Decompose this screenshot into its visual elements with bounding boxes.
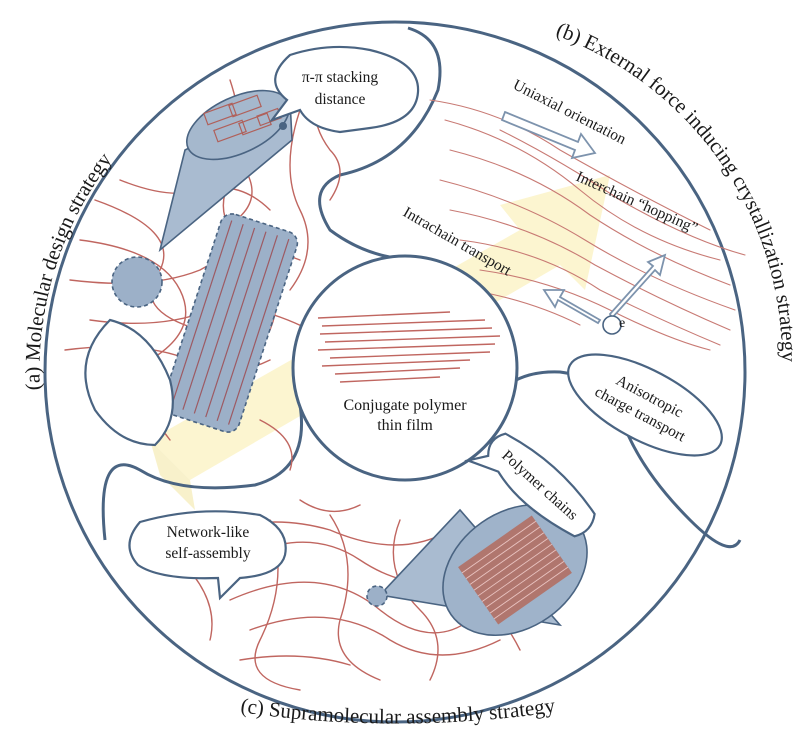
network-line2: self-assembly — [165, 545, 250, 562]
center-circle — [293, 256, 517, 480]
pi-stacking-line1: π-π stacking — [302, 69, 379, 86]
center-label-line1: Conjugate polymer — [343, 397, 467, 414]
uniaxial-label: Uniaxial orientation — [510, 76, 629, 148]
callout-anisotropic: Anisotropic charge transport — [554, 334, 737, 476]
section-c-label: (c) Supramolecular assembly strategy — [239, 693, 557, 728]
center-label-line2: thin film — [377, 417, 433, 434]
section-c-text: (c) Supramolecular assembly strategy — [239, 693, 557, 728]
network-line1: Network-like — [167, 524, 250, 541]
intrachain-arrow — [544, 290, 600, 323]
pi-stacking-line2: distance — [315, 91, 366, 108]
left-lens-bubble — [85, 320, 172, 445]
callout-network: Network-like self-assembly — [129, 511, 285, 598]
electron-label: e — [619, 316, 625, 331]
callout-pi-stacking: π-π stacking distance — [272, 47, 418, 132]
zoom-spot-left — [112, 257, 162, 307]
zoom-spot-bottom — [367, 586, 387, 606]
